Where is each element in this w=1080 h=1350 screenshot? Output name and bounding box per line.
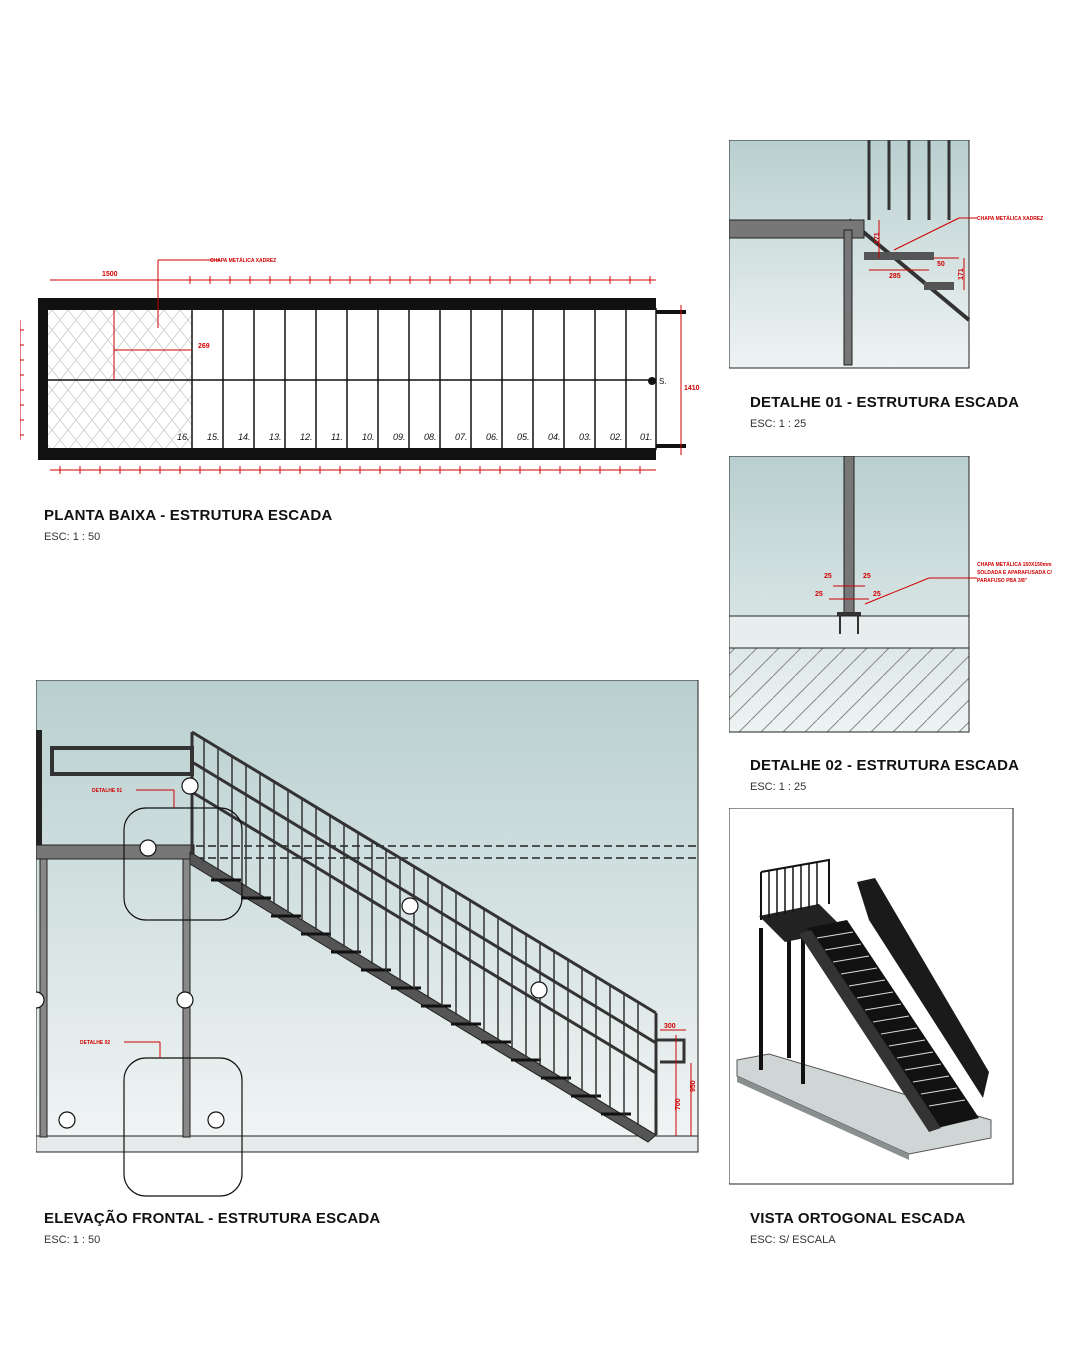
detail1-drawing: 171 285 50 171 CHAPA METÁLICA XADREZ	[729, 140, 1043, 369]
dimension-inner: 269	[198, 343, 210, 350]
stair-frame-top	[38, 298, 656, 310]
elevation-treads	[211, 878, 631, 1116]
detail1-dimensions	[869, 217, 977, 290]
detail1-railing	[867, 140, 951, 220]
direction-arrow-dot	[648, 377, 656, 385]
stair-frame-bottom	[38, 448, 656, 460]
callout-leaders	[124, 789, 692, 1136]
iso-stair-treads	[816, 931, 966, 1107]
detail1-platform-beam	[729, 219, 865, 239]
iso-side-railing	[857, 878, 989, 1098]
dimension-length: 1500	[102, 271, 118, 278]
callout-detail-01[interactable]	[123, 807, 243, 921]
step-number: 03.	[579, 432, 592, 442]
step-number: 13.	[269, 432, 282, 442]
dimension-width: 1410	[684, 385, 700, 392]
elevation-scale: ESC: 1 : 50	[44, 1234, 101, 1246]
step-lines	[191, 308, 657, 450]
iso-rail-balusters	[768, 862, 818, 918]
iso-view-drawing	[729, 808, 1014, 1185]
detail2-dim: 25	[815, 591, 823, 598]
detail2-note-line: SOLDADA E APARAFUSADA C/	[977, 570, 1053, 576]
detail2-dim: 25	[824, 573, 832, 580]
detail2-scale: ESC: 1 : 25	[750, 781, 807, 793]
iso-platform-rail	[760, 858, 830, 920]
elevation-frame	[36, 680, 699, 1153]
detail1-dim-c: 50	[937, 261, 945, 268]
elevation-wall-post	[36, 730, 42, 850]
step-number: 01.	[640, 432, 653, 442]
iso-scale: ESC: S/ ESCALA	[750, 1234, 836, 1246]
handrail-extension-bottom	[656, 444, 686, 448]
iso-base-slab-edge	[737, 1076, 909, 1160]
plan-scale: ESC: 1 : 50	[44, 531, 101, 543]
step-number: 14.	[238, 432, 251, 442]
detail1-dim-b: 285	[889, 273, 901, 280]
elevation-column-left	[39, 844, 48, 1138]
detail1-dim-d: 171	[958, 268, 965, 280]
elevation-dim-side: 950	[690, 1080, 697, 1092]
elevation-column-mid	[182, 844, 191, 1138]
detail2-dim: 25	[873, 591, 881, 598]
detail1-title: DETALHE 01 - ESTRUTURA ESCADA	[750, 394, 1020, 411]
detail2-title: DETALHE 02 - ESTRUTURA ESCADA	[750, 757, 1020, 774]
elevation-title: ELEVAÇÃO FRONTAL - ESTRUTURA ESCADA	[44, 1210, 381, 1227]
detail1-tread	[924, 282, 954, 290]
step-number: 11.	[331, 432, 343, 442]
plan-view-drawing: 16. 15. 14. 13. 12. 11. 10. 09. 08. 07. …	[20, 257, 700, 474]
element-tags	[36, 777, 548, 1129]
callout-detail-01-label: DETALHE 01	[92, 788, 122, 794]
elevation-balusters	[203, 739, 639, 1125]
step-number: 16.	[177, 432, 190, 442]
plan-title: PLANTA BAIXA - ESTRUTURA ESCADA	[44, 507, 333, 524]
elevation-platform-beam	[36, 844, 195, 860]
step-number: 06.	[486, 432, 499, 442]
elevation-dim-top: 300	[664, 1023, 676, 1030]
step-number: 05.	[517, 432, 530, 442]
dimension-chains	[20, 259, 682, 471]
detail1-scale: ESC: 1 : 25	[750, 418, 807, 430]
platform-beam-left	[38, 298, 48, 460]
step-number: 09.	[393, 432, 406, 442]
detail1-note: CHAPA METÁLICA XADREZ	[977, 215, 1043, 222]
step-number: 12.	[300, 432, 313, 442]
direction-label: S.	[659, 377, 667, 386]
step-number: 07.	[455, 432, 468, 442]
dimension-ticks	[20, 276, 651, 474]
elevation-dim-mid: 700	[675, 1098, 682, 1110]
step-number: 02.	[610, 432, 623, 442]
elevation-drawing: DETALHE 01 DETALHE 02 300 700 950	[36, 680, 699, 1197]
iso-side-railing-near	[799, 930, 941, 1132]
iso-title: VISTA ORTOGONAL ESCADA	[750, 1210, 966, 1227]
detail1-dim-a: 171	[874, 232, 881, 244]
detail2-dim: 25	[863, 573, 871, 580]
detail2-column	[843, 456, 855, 617]
elevation-ground	[36, 1135, 699, 1153]
callout-detail-02-label: DETALHE 02	[80, 1040, 110, 1046]
platform-grating	[41, 299, 193, 456]
detail2-dimensions	[829, 577, 977, 605]
detail2-note-line: PARAFUSO PBA 3/8"	[977, 578, 1028, 584]
detail2-slab	[729, 615, 970, 649]
detail1-column	[843, 229, 853, 366]
detail2-note-line: CHAPA METÁLICA 150X150mm	[977, 561, 1052, 568]
callout-detail-02[interactable]	[123, 1057, 243, 1197]
step-number: 04.	[548, 432, 561, 442]
detail2-soil	[729, 647, 970, 733]
detail1-tread	[864, 252, 934, 260]
detail2-base-plate	[837, 612, 861, 616]
handrail-extension-top	[656, 310, 686, 314]
detail2-drawing: 25 25 25 25 CHAPA METÁLICA 150X150mm SOL…	[729, 456, 1053, 733]
step-number: 10.	[362, 432, 375, 442]
plan-note: CHAPA METÁLICA XADREZ	[210, 257, 276, 264]
step-number: 15.	[207, 432, 220, 442]
step-number: 08.	[424, 432, 437, 442]
